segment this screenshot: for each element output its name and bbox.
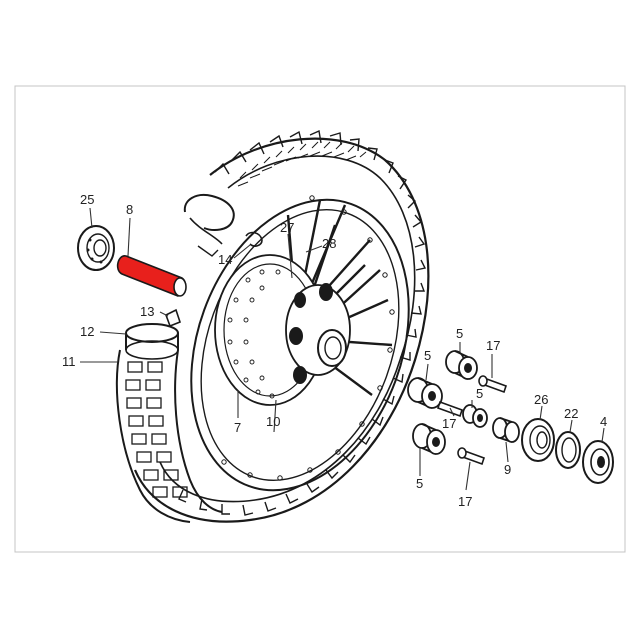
callout-27: 27 xyxy=(280,220,294,235)
tread-inner-pattern xyxy=(237,141,367,187)
spacer-9 xyxy=(492,417,520,443)
collar-5-bottom xyxy=(412,423,446,455)
diagram-frame xyxy=(14,85,626,553)
hub-brake-drum xyxy=(214,254,351,406)
rim-holes xyxy=(221,195,395,481)
inner-tube xyxy=(115,308,223,523)
callout-14: 14 xyxy=(218,252,232,267)
rim-strip-clip xyxy=(245,231,263,247)
tire xyxy=(133,129,430,523)
seal-22 xyxy=(555,431,581,469)
callout-labels: 25 8 27 28 14 13 12 11 7 10 5 17 5 5 17 … xyxy=(62,192,607,509)
collar-5-top xyxy=(445,350,478,380)
wheel-rim xyxy=(190,195,410,492)
tire-tread xyxy=(178,129,427,516)
callout-5-small: 5 xyxy=(476,386,483,401)
callout-17-top: 17 xyxy=(486,338,500,353)
cap-4 xyxy=(582,440,614,484)
callout-4: 4 xyxy=(600,414,607,429)
callout-13: 13 xyxy=(140,304,154,319)
callout-11: 11 xyxy=(62,354,76,369)
callout-12: 12 xyxy=(80,324,94,339)
bolt-17-top xyxy=(478,375,508,394)
drum-holes xyxy=(227,269,281,399)
callout-5-bottom: 5 xyxy=(416,476,423,491)
leader-lines xyxy=(80,207,605,491)
callout-10: 10 xyxy=(266,414,280,429)
callout-28: 28 xyxy=(322,236,336,251)
callout-25: 25 xyxy=(80,192,94,207)
callout-26: 26 xyxy=(534,392,548,407)
callout-17-mid: 17 xyxy=(442,416,456,431)
collar-5-small xyxy=(462,404,488,428)
bolt-17-bottom xyxy=(457,447,486,466)
bearing-25 xyxy=(77,225,115,271)
callout-5-mid: 5 xyxy=(424,348,431,363)
callout-17-bottom: 17 xyxy=(458,494,472,509)
callout-8: 8 xyxy=(126,202,133,217)
collar-5-mid xyxy=(407,377,443,409)
callout-7: 7 xyxy=(234,420,241,435)
callout-9: 9 xyxy=(504,462,511,477)
callout-5-top: 5 xyxy=(456,326,463,341)
callout-22: 22 xyxy=(564,406,578,421)
side-tread-blocks xyxy=(125,361,188,498)
distance-collar-8-highlighted[interactable] xyxy=(116,255,187,297)
bearing-26 xyxy=(521,418,555,462)
bolt-17-mid xyxy=(436,400,464,418)
